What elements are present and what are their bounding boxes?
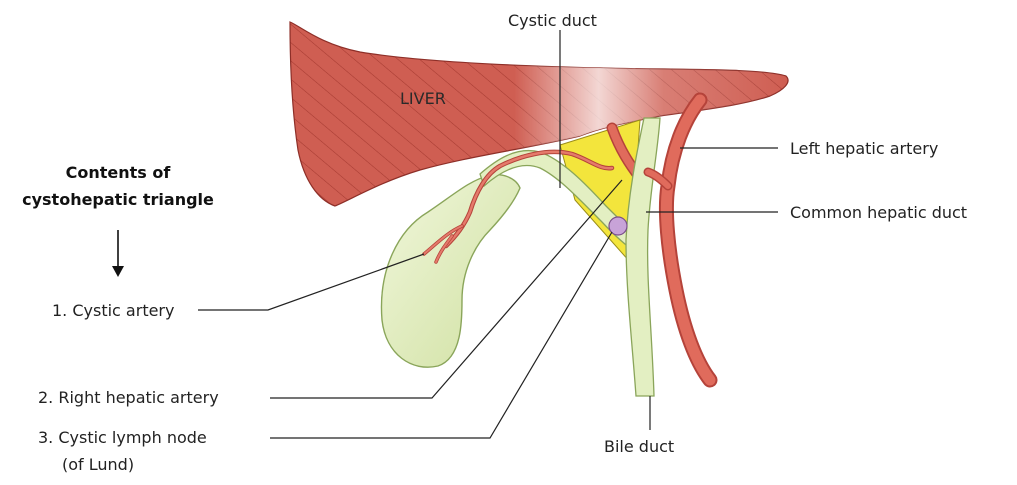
item-cystic-lymph-node: 3. Cystic lymph node: [38, 428, 207, 447]
contents-title-line2: cystohepatic triangle: [22, 190, 214, 209]
liver-label: LIVER: [400, 89, 446, 108]
bile-duct-label: Bile duct: [604, 437, 674, 456]
item-cystic-lymph-node-sub: (of Lund): [62, 455, 134, 474]
item-right-hepatic-artery: 2. Right hepatic artery: [38, 388, 219, 407]
common-hepatic-duct-label: Common hepatic duct: [790, 203, 967, 222]
cystic-duct-label: Cystic duct: [508, 11, 597, 30]
gallbladder: [381, 175, 520, 367]
left-hepatic-artery-label: Left hepatic artery: [790, 139, 938, 158]
item-cystic-artery: 1. Cystic artery: [52, 301, 174, 320]
contents-title-line1: Contents of: [66, 163, 172, 182]
liver: LIVER: [290, 22, 788, 206]
down-arrow-icon: [112, 230, 124, 277]
